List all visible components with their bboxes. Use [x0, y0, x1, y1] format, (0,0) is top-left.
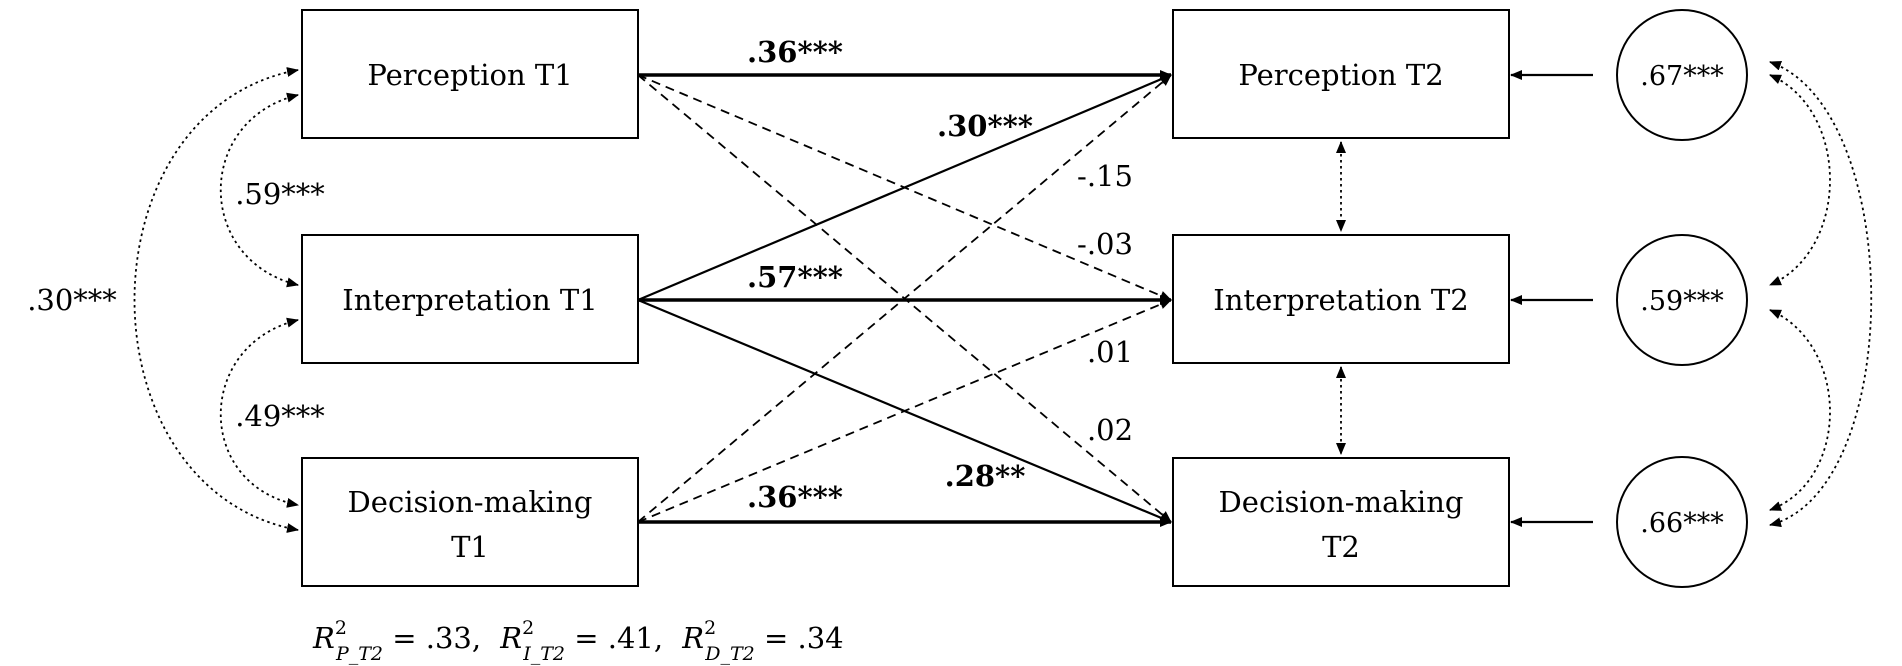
r-subscript-perception: P_T2 — [335, 643, 383, 665]
node-perception-t1: Perception T1 — [301, 9, 639, 139]
r-superscript: 2 — [522, 617, 534, 639]
r-value-decision: = .34 — [755, 621, 844, 655]
residual-decision-making: .66*** — [1616, 456, 1748, 588]
node-decision-making-t1: Decision-making T1 — [301, 457, 639, 587]
node-label: Decision-making — [348, 485, 593, 519]
node-label: Interpretation T1 — [342, 283, 597, 317]
node-label-line2: T1 — [451, 530, 489, 564]
correlation-perception-t1-decision-making-t1 — [133, 67, 299, 533]
coef-decision-making-t1-to-perception-t2: .02 — [1087, 413, 1133, 447]
r-superscript: 2 — [335, 617, 347, 639]
path-perception-t1-to-interpretation-t2 — [637, 74, 1172, 301]
r-value-perception: = .33, — [383, 621, 481, 655]
node-decision-making-t2: Decision-making T2 — [1172, 457, 1510, 587]
residual-label: .59*** — [1640, 286, 1724, 317]
r-subscript-interpretation: I_T2 — [522, 643, 565, 665]
node-interpretation-t2: Interpretation T2 — [1172, 234, 1510, 364]
r-value-interpretation: = .41, — [565, 621, 663, 655]
correlation-residual-perception-interpretation — [1769, 74, 1831, 286]
corr-label-perception-decision: .30*** — [27, 283, 117, 317]
r-subscript-decision: D_T2 — [704, 643, 755, 665]
coef-interpretation-t1-to-perception-t2: .30*** — [937, 109, 1033, 143]
r-symbol: R — [312, 621, 335, 655]
r-symbol: R — [499, 621, 522, 655]
path-decision-making-t1-to-perception-t2 — [637, 74, 1172, 523]
correlation-interpretation-t1-decision-making-t1 — [220, 317, 299, 508]
path-decision-making-t1-to-interpretation-t2 — [637, 299, 1172, 523]
node-label: Perception T1 — [367, 58, 572, 92]
node-label: Interpretation T2 — [1213, 283, 1468, 317]
correlation-perception-t1-interpretation-t1 — [220, 92, 299, 288]
residual-perception: .67*** — [1616, 9, 1748, 141]
coef-perception-t1-to-perception-t2: .36*** — [747, 35, 843, 69]
node-label: Decision-making — [1219, 485, 1464, 519]
coef-perception-t1-to-interpretation-t2: -.15 — [1077, 159, 1133, 193]
correlation-residual-interpretation-decision — [1769, 309, 1831, 511]
residual-label: .66*** — [1640, 508, 1724, 539]
corr-label-interpretation-decision: .49*** — [235, 399, 325, 433]
node-interpretation-t1: Interpretation T1 — [301, 234, 639, 364]
node-label: Perception T2 — [1238, 58, 1443, 92]
correlation-residual-perception-decision — [1769, 61, 1873, 528]
coef-perception-t1-to-decision-making-t2: -.03 — [1077, 227, 1133, 261]
corr-label-perception-interpretation: .59*** — [235, 177, 325, 211]
residual-interpretation: .59*** — [1616, 234, 1748, 366]
coef-interpretation-t1-to-decision-making-t2: .28** — [945, 459, 1026, 493]
node-label-line2: T2 — [1322, 530, 1360, 564]
coef-decision-making-t1-to-interpretation-t2: .01 — [1087, 335, 1133, 369]
r-symbol: R — [681, 621, 704, 655]
coef-interpretation-t1-to-interpretation-t2: .57*** — [747, 260, 843, 294]
residual-label: .67*** — [1640, 61, 1724, 92]
coef-decision-making-t1-to-decision-making-t2: .36*** — [747, 480, 843, 514]
node-perception-t2: Perception T2 — [1172, 9, 1510, 139]
r-superscript: 2 — [704, 617, 716, 639]
